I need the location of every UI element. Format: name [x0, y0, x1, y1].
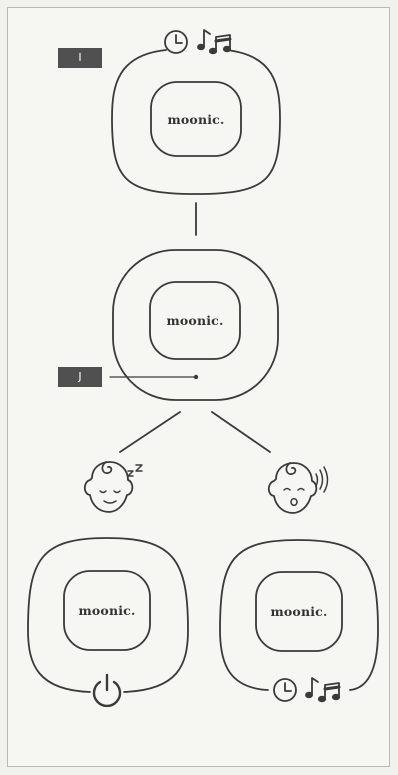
device-bottom-left-outer-ring [27, 537, 189, 693]
device-bottom-right-outer-ring [219, 539, 379, 691]
device-middle-outer-ring [112, 249, 279, 401]
device-top-inner-button [150, 81, 242, 157]
callout-badge-i: I [58, 48, 102, 68]
top-music-note-icon [197, 29, 232, 55]
device-middle: moonic. [112, 249, 279, 401]
device-top: moonic. [111, 49, 281, 195]
device-bottom-right: moonic. [219, 539, 379, 691]
device-middle-inner-button [149, 281, 241, 360]
device-bottom-right-brand: moonic. [270, 604, 327, 619]
power-icon [92, 673, 122, 708]
top-clock-icon [164, 30, 188, 54]
connector-middle-left [119, 411, 181, 453]
bottom-music-note-icon [305, 677, 341, 703]
callout-dot-j [193, 374, 199, 380]
device-bottom-left: moonic. [27, 537, 189, 693]
connector-middle-right [211, 411, 271, 453]
callout-badge-j: J [58, 367, 102, 387]
crying-baby-icon [267, 462, 329, 514]
device-top-brand: moonic. [167, 112, 224, 127]
device-bottom-right-inner-button [255, 571, 343, 652]
device-bottom-left-inner-button [63, 570, 151, 651]
device-bottom-left-brand: moonic. [78, 603, 135, 618]
device-top-outer-ring [111, 49, 281, 195]
sleeping-baby-icon [83, 461, 143, 513]
bottom-clock-icon [273, 678, 297, 702]
device-middle-brand: moonic. [166, 313, 223, 328]
